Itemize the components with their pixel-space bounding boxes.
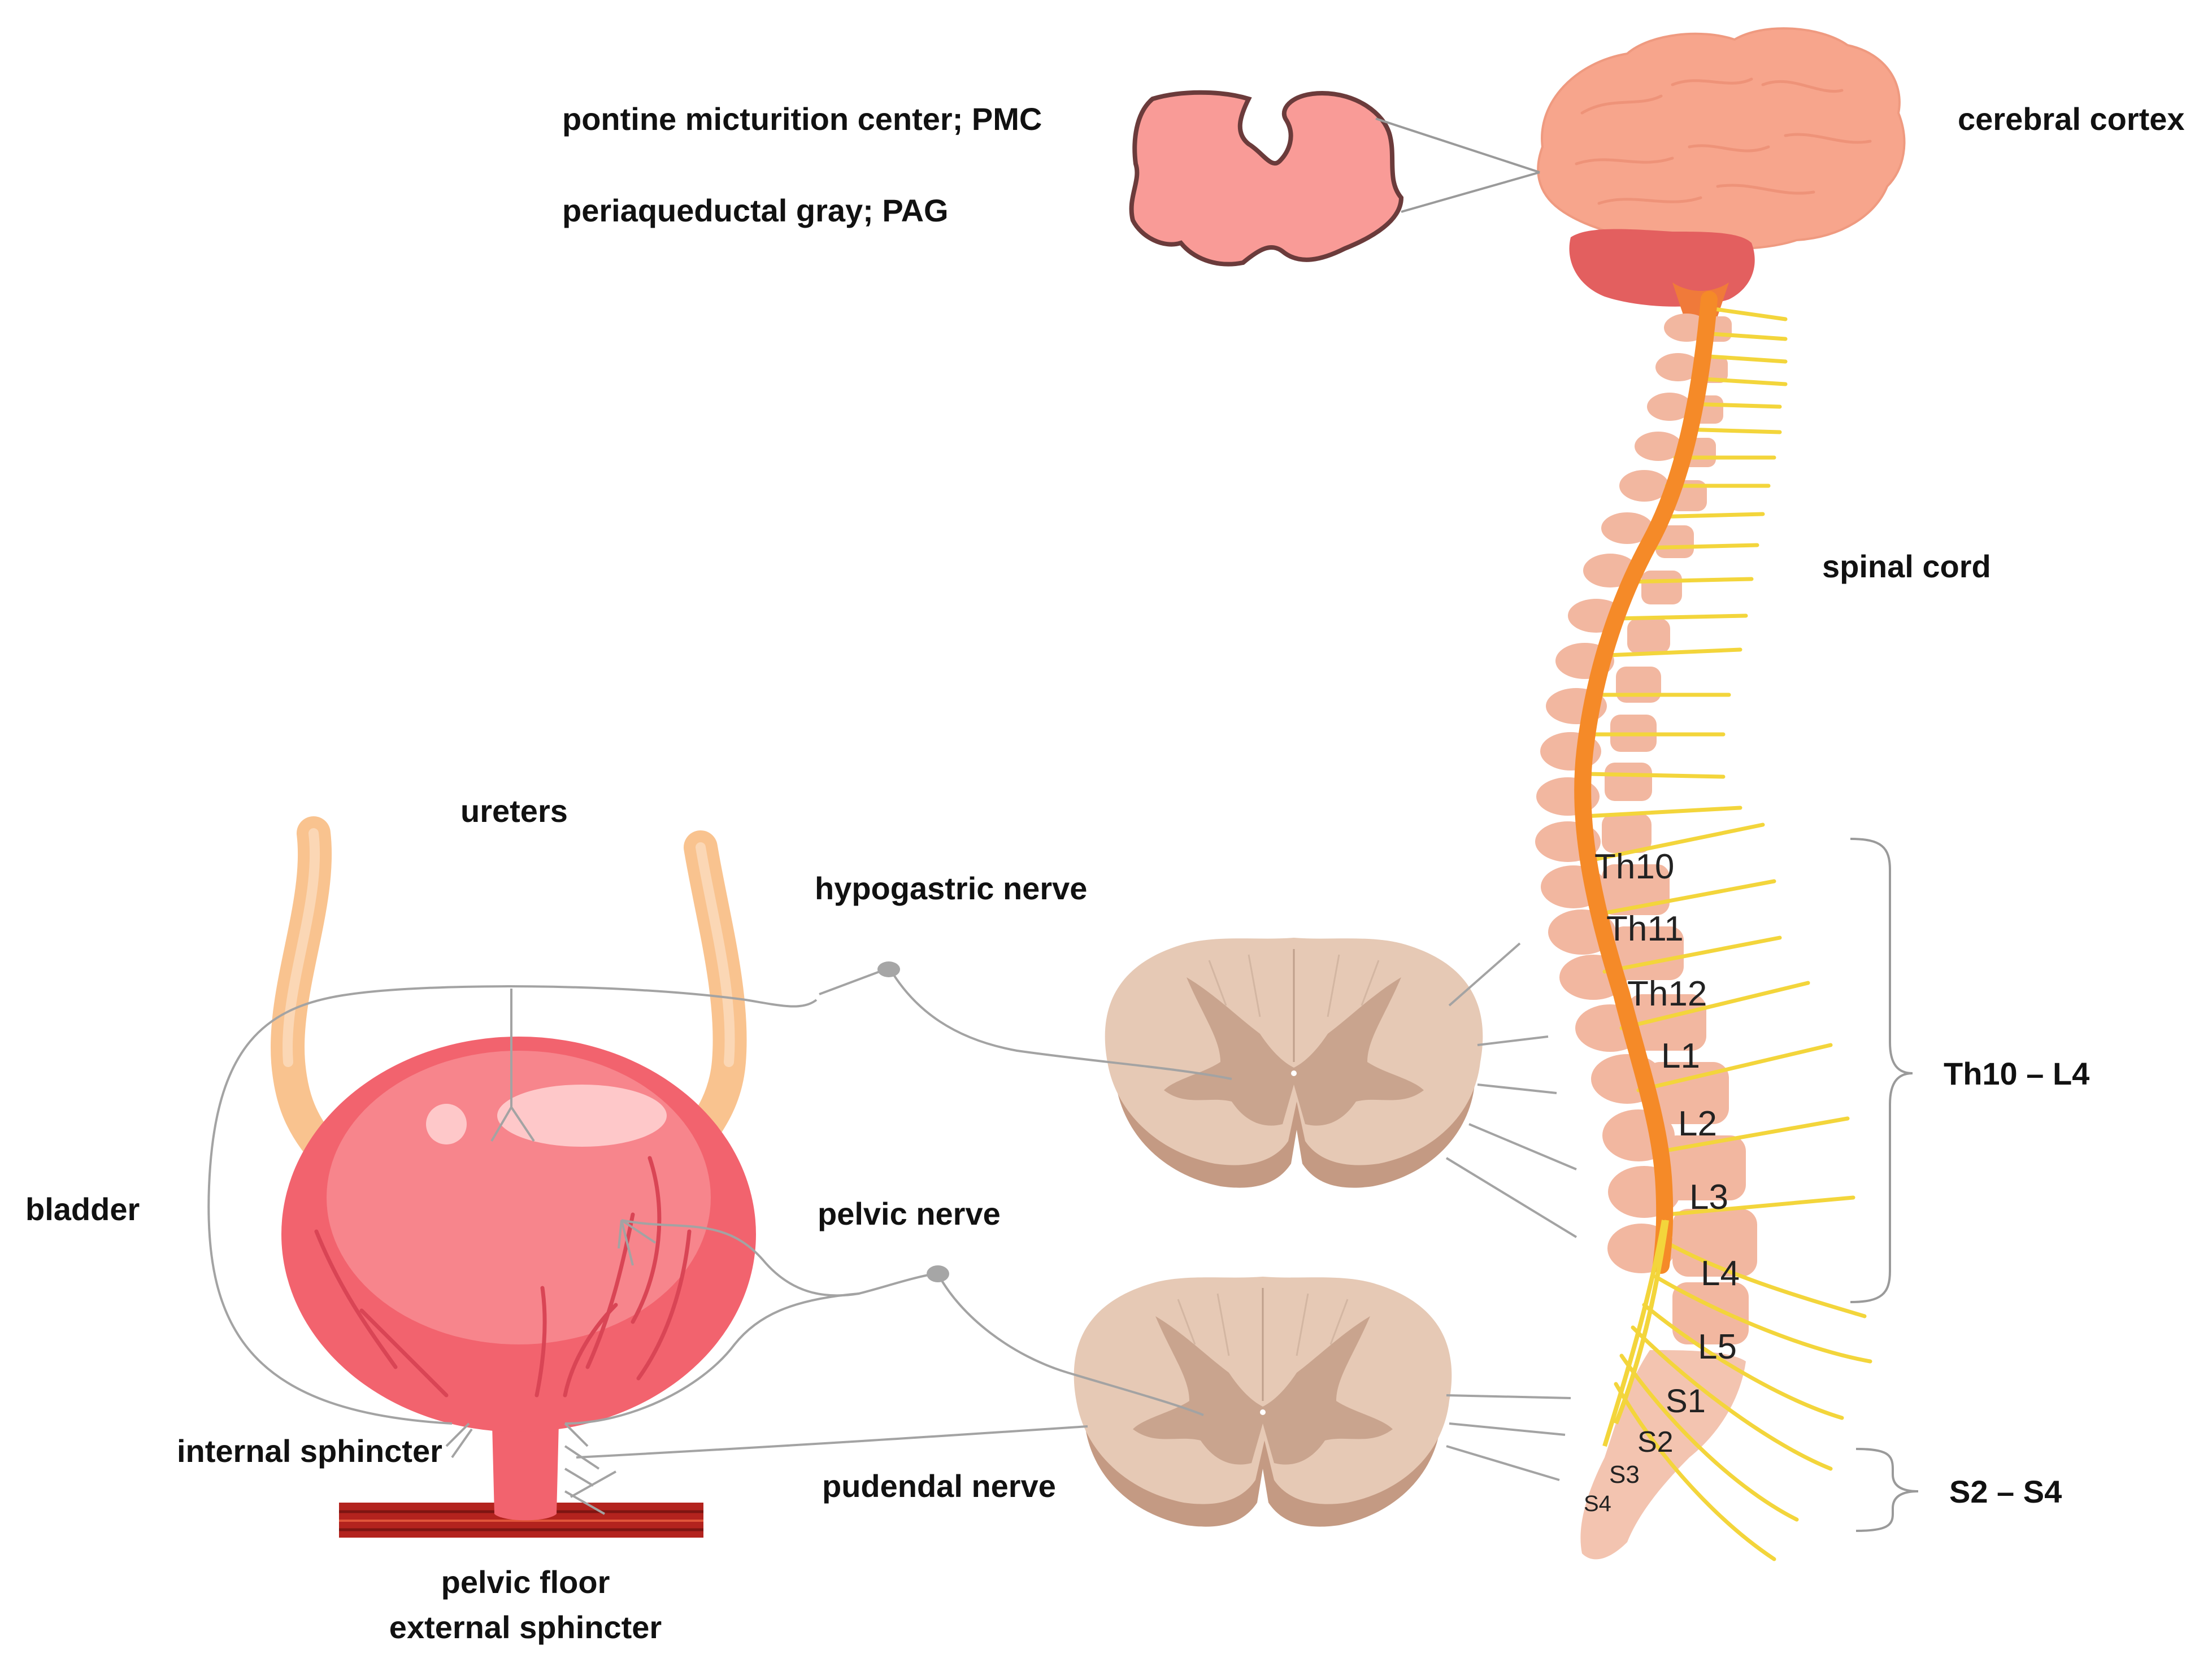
label-internal-sphincter: internal sphincter xyxy=(177,1433,442,1469)
spinal-cord xyxy=(1574,291,1718,1274)
segment-labels: Th10 Th11 Th12 L1 L2 L3 L4 L5 S1 S2 S3 S… xyxy=(1584,847,1740,1516)
bladder-shine xyxy=(497,1085,667,1147)
nerve-paths xyxy=(207,968,1232,1515)
label-pmc: pontine micturition center; PMC xyxy=(562,101,1042,137)
hypogastric-ganglion xyxy=(877,961,900,977)
pelvic-ganglion xyxy=(927,1265,949,1282)
cerebellum xyxy=(1569,229,1755,307)
segment-label: L5 xyxy=(1698,1327,1737,1366)
segment-label: S4 xyxy=(1584,1491,1611,1516)
segment-label: L2 xyxy=(1678,1104,1717,1143)
pons-cross-section xyxy=(1129,90,1404,267)
spinal-cross-section-upper xyxy=(1105,938,1483,1188)
connection-lines xyxy=(1445,942,1577,1481)
label-pudendal-nerve: pudendal nerve xyxy=(822,1468,1056,1504)
bladder-highlight xyxy=(327,1051,711,1344)
label-pelvic-nerve: pelvic nerve xyxy=(818,1196,1001,1231)
segment-label: L1 xyxy=(1661,1037,1700,1076)
spinal-cross-section-lower xyxy=(1074,1277,1452,1527)
label-ureters: ureters xyxy=(460,793,568,829)
label-range-th10-l4: Th10 – L4 xyxy=(1944,1056,2089,1091)
segment-label: Th10 xyxy=(1594,847,1674,886)
segment-label: S1 xyxy=(1666,1383,1706,1420)
leader-pag xyxy=(1401,171,1540,213)
label-cerebral-cortex: cerebral cortex xyxy=(1958,101,2185,137)
label-range-s2-s4: S2 – S4 xyxy=(1949,1474,2062,1509)
segment-label: Th12 xyxy=(1627,974,1707,1013)
segment-label: Th11 xyxy=(1606,909,1684,948)
segment-label: L3 xyxy=(1689,1178,1728,1217)
spinal-nerve-roots xyxy=(1583,306,1872,1561)
segment-label: L4 xyxy=(1701,1254,1740,1293)
bladder-shine-dot xyxy=(426,1104,467,1144)
cauda-equina xyxy=(1602,1220,1669,1447)
brain xyxy=(1537,27,1906,250)
label-pag: periaqueductal gray; PAG xyxy=(562,193,949,228)
bracket-s2-s4 xyxy=(1855,1448,1919,1532)
label-hypogastric-nerve: hypogastric nerve xyxy=(815,870,1087,906)
label-pelvic-floor: pelvic floor xyxy=(441,1564,610,1600)
label-bladder: bladder xyxy=(25,1191,140,1227)
label-external-sphincter: external sphincter xyxy=(389,1609,662,1645)
label-spinal-cord: spinal cord xyxy=(1822,549,1991,584)
segment-label: S2 xyxy=(1637,1426,1674,1459)
bladder-vessels xyxy=(314,1156,692,1398)
leader-pmc xyxy=(1375,117,1540,173)
segment-label: S3 xyxy=(1609,1461,1640,1488)
bracket-th10-l4 xyxy=(1850,838,1913,1303)
